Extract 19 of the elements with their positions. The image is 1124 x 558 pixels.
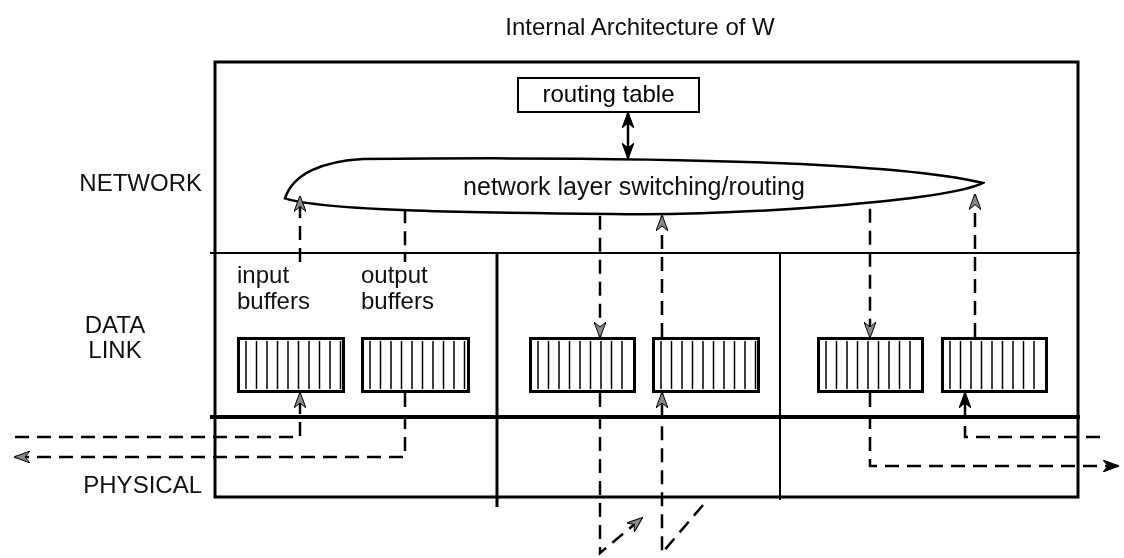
arrow [958, 391, 1100, 439]
buffer-label: input buffers [237, 262, 311, 315]
arrow [15, 391, 307, 439]
table-box: routing table [517, 77, 700, 113]
arrow [863, 208, 877, 339]
arrow [13, 393, 407, 464]
arrow [968, 193, 982, 337]
buffer-label: output buffers [361, 262, 435, 315]
arrow [293, 195, 307, 262]
arrow [655, 214, 669, 337]
process-label: network layer switching/routing [462, 173, 806, 200]
arrow [621, 111, 635, 160]
layer-label: NETWORK [78, 170, 202, 196]
layer-label: DATA LINK [83, 312, 147, 363]
diagram-title: Internal Architecture of W [504, 14, 776, 40]
layer-label: PHYSICAL [82, 472, 202, 498]
arrow [593, 215, 607, 339]
arrow [598, 393, 644, 556]
arrow [868, 393, 1120, 473]
